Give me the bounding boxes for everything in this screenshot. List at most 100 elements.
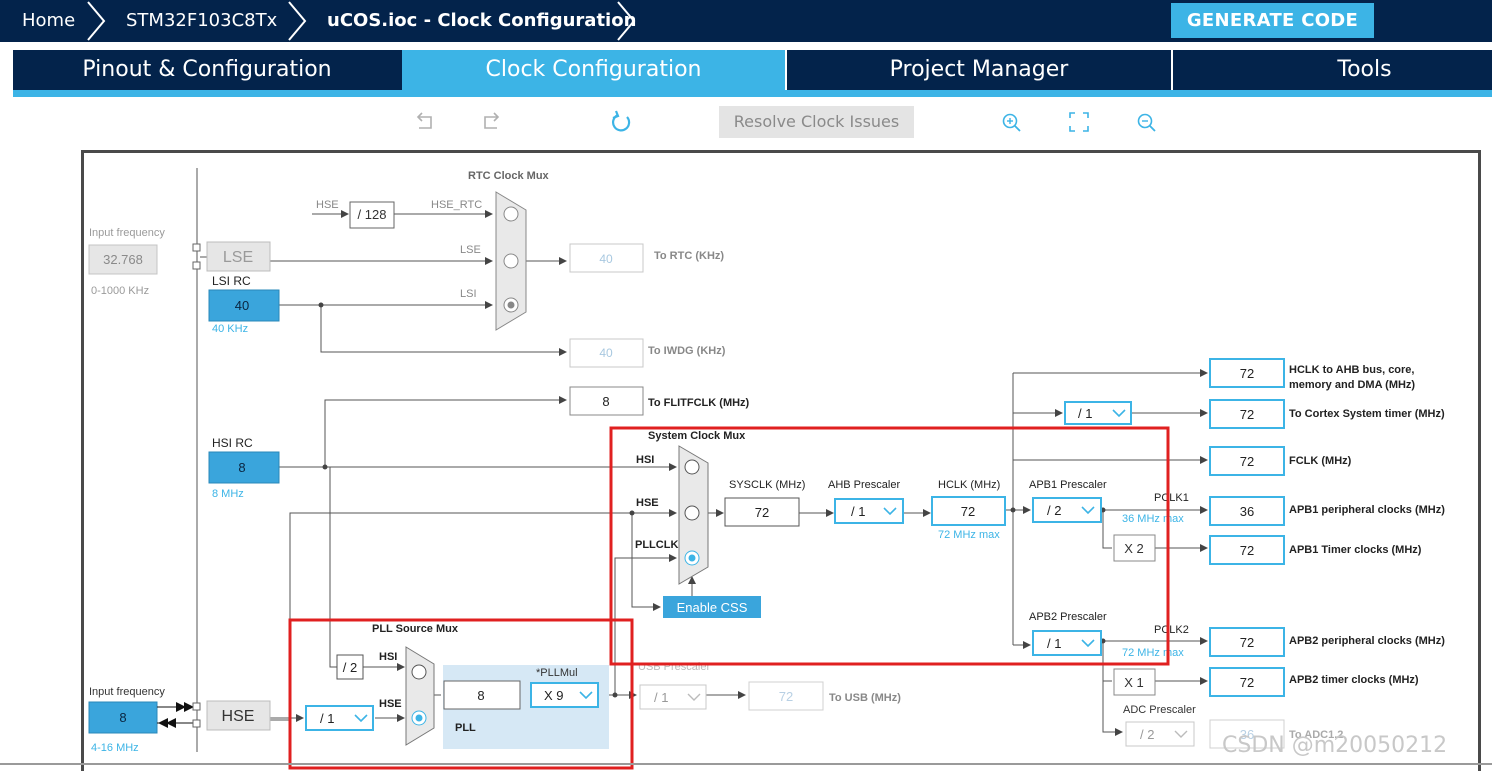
sysclk-label: SYSCLK (MHz) — [729, 479, 805, 491]
adc-prescaler-select[interactable] — [1125, 721, 1195, 747]
output-apb2-timer-value: 72 — [1240, 675, 1254, 690]
hse-pin — [192, 702, 201, 711]
chevron-right-icon — [617, 1, 636, 41]
zoom-out-icon[interactable] — [1133, 108, 1161, 138]
rtc-hse-rtc-label: HSE_RTC — [431, 199, 482, 211]
to-rtc-field — [569, 243, 644, 273]
hclk-max: 72 MHz max — [938, 529, 1000, 541]
usb-prescaler-value: / 1 — [654, 690, 668, 705]
fit-screen-icon[interactable] — [1065, 108, 1093, 138]
adc-output-label: To ADC1,2 — [1289, 729, 1343, 741]
rtc-mux-radio-hse[interactable] — [503, 206, 519, 222]
lse-input-field[interactable] — [88, 244, 158, 275]
to-iwdg-field — [569, 338, 644, 368]
output-fclk-field[interactable] — [1209, 446, 1285, 476]
pll-src-hse-label: HSE — [379, 698, 402, 710]
lse-block[interactable] — [206, 241, 271, 272]
pllmul-select[interactable] — [530, 682, 599, 708]
output-apb2-timer-field[interactable] — [1209, 667, 1285, 697]
breadcrumb-device[interactable]: STM32F103C8Tx — [126, 10, 278, 31]
pll-src-radio-hsi[interactable] — [411, 664, 427, 680]
pll-input-field — [443, 680, 521, 710]
apb2-prescaler-value: / 1 — [1047, 636, 1061, 651]
breadcrumb-file[interactable]: uCOS.ioc - Clock Configuration — [327, 10, 637, 31]
chevron-right-icon — [87, 1, 106, 41]
hsi-block[interactable] — [208, 451, 280, 484]
output-apb1-timer-value: 72 — [1240, 543, 1254, 558]
rtc-lse-label: LSE — [460, 244, 481, 256]
sysclk-field — [724, 497, 800, 527]
adc-output-field — [1209, 719, 1285, 749]
chevron-down-icon — [687, 693, 701, 701]
tab-project-manager[interactable]: Project Manager — [889, 57, 1069, 82]
clock-outputs: 72 HCLK to AHB bus, core, memory and DMA… — [1209, 358, 1445, 697]
chevron-down-icon — [1081, 639, 1095, 648]
sysclk-value: 72 — [755, 505, 769, 520]
hse-input-value: 8 — [119, 710, 126, 725]
output-cortex-field[interactable] — [1209, 399, 1285, 429]
output-apb1-periph-label: APB1 peripheral clocks (MHz) — [1289, 504, 1445, 516]
usb-prescaler-select[interactable] — [639, 684, 707, 710]
hse-input-field[interactable] — [88, 701, 158, 734]
hsi-unit: 8 MHz — [212, 488, 244, 500]
rtc-mux-radio-dot — [507, 301, 515, 309]
pll-src-radio-dot — [415, 714, 423, 722]
hclk-value: 72 — [961, 504, 975, 519]
hse-block[interactable] — [206, 700, 271, 731]
chevron-down-icon — [883, 507, 897, 516]
ahb-prescaler-select[interactable] — [834, 498, 904, 524]
to-iwdg-label: To IWDG (KHz) — [648, 345, 726, 357]
lsi-block[interactable] — [208, 289, 280, 322]
apb2-timer-multiplier — [1113, 668, 1156, 696]
hclk-field[interactable] — [931, 496, 1006, 526]
output-fclk-value: 72 — [1240, 454, 1254, 469]
lsi-title: LSI RC — [212, 274, 251, 288]
apb2-prescaler-select[interactable] — [1032, 630, 1102, 656]
hsi-title: HSI RC — [212, 436, 253, 450]
apb1-timer-multiplier-value: X 2 — [1124, 541, 1144, 556]
chevron-down-icon — [1174, 730, 1188, 738]
sys-mux-radio-hse[interactable] — [684, 505, 700, 521]
pllmul-label: *PLLMul — [536, 667, 578, 679]
to-iwdg-value: 40 — [599, 346, 613, 360]
to-flitfclk-field — [569, 386, 644, 416]
output-apb2-periph-field[interactable] — [1209, 627, 1285, 657]
output-hclk-label: HCLK to AHB bus, core, — [1289, 364, 1415, 376]
breadcrumb: Home STM32F103C8Tx uCOS.ioc - Clock Conf… — [0, 0, 1492, 42]
hse-prediv-select[interactable] — [305, 705, 374, 731]
refresh-icon[interactable] — [606, 108, 636, 138]
breadcrumb-home[interactable]: Home — [22, 10, 76, 31]
undo-icon[interactable] — [411, 108, 439, 138]
apb1-max: 36 MHz max — [1122, 513, 1184, 525]
chevron-right-icon — [288, 1, 307, 41]
sys-mux-radio-hsi[interactable] — [684, 459, 700, 475]
output-fclk-label: FCLK (MHz) — [1289, 455, 1352, 467]
apb1-prescaler-select[interactable] — [1032, 497, 1102, 523]
tab-divider — [785, 50, 787, 90]
hsi-div2-value: / 2 — [343, 660, 357, 675]
output-cortex-value: 72 — [1240, 407, 1254, 422]
chevron-down-icon — [354, 714, 368, 723]
tab-tools[interactable]: Tools — [1337, 57, 1392, 82]
adc-prescaler-label: ADC Prescaler — [1123, 704, 1196, 716]
resolve-clock-issues-button[interactable]: Resolve Clock Issues — [719, 106, 914, 138]
rtc-mux-radio-lse[interactable] — [503, 253, 519, 269]
redo-icon[interactable] — [477, 108, 505, 138]
lse-label: LSE — [223, 249, 253, 266]
tab-pinout[interactable]: Pinout & Configuration — [82, 57, 332, 82]
output-apb1-timer-field[interactable] — [1209, 535, 1285, 565]
hse-input-caption: Input frequency — [89, 686, 165, 698]
cortex-timer-divider-select[interactable] — [1064, 401, 1132, 425]
sys-mux-radio-dot — [688, 554, 696, 562]
output-hclk-label-line2: memory and DMA (MHz) — [1289, 379, 1415, 391]
enable-css-button[interactable] — [663, 596, 761, 618]
output-apb1-periph-field[interactable] — [1209, 496, 1285, 526]
ahb-prescaler-value: / 1 — [851, 504, 865, 519]
rtc-hse-divider[interactable] — [349, 201, 395, 229]
zoom-in-icon[interactable] — [998, 108, 1026, 138]
generate-code-button[interactable]: GENERATE CODE — [1171, 3, 1374, 38]
output-hclk-field[interactable] — [1209, 358, 1285, 388]
lsi-unit: 40 KHz — [212, 323, 248, 335]
tab-clock[interactable]: Clock Configuration — [402, 50, 785, 90]
to-rtc-label: To RTC (KHz) — [654, 250, 724, 262]
